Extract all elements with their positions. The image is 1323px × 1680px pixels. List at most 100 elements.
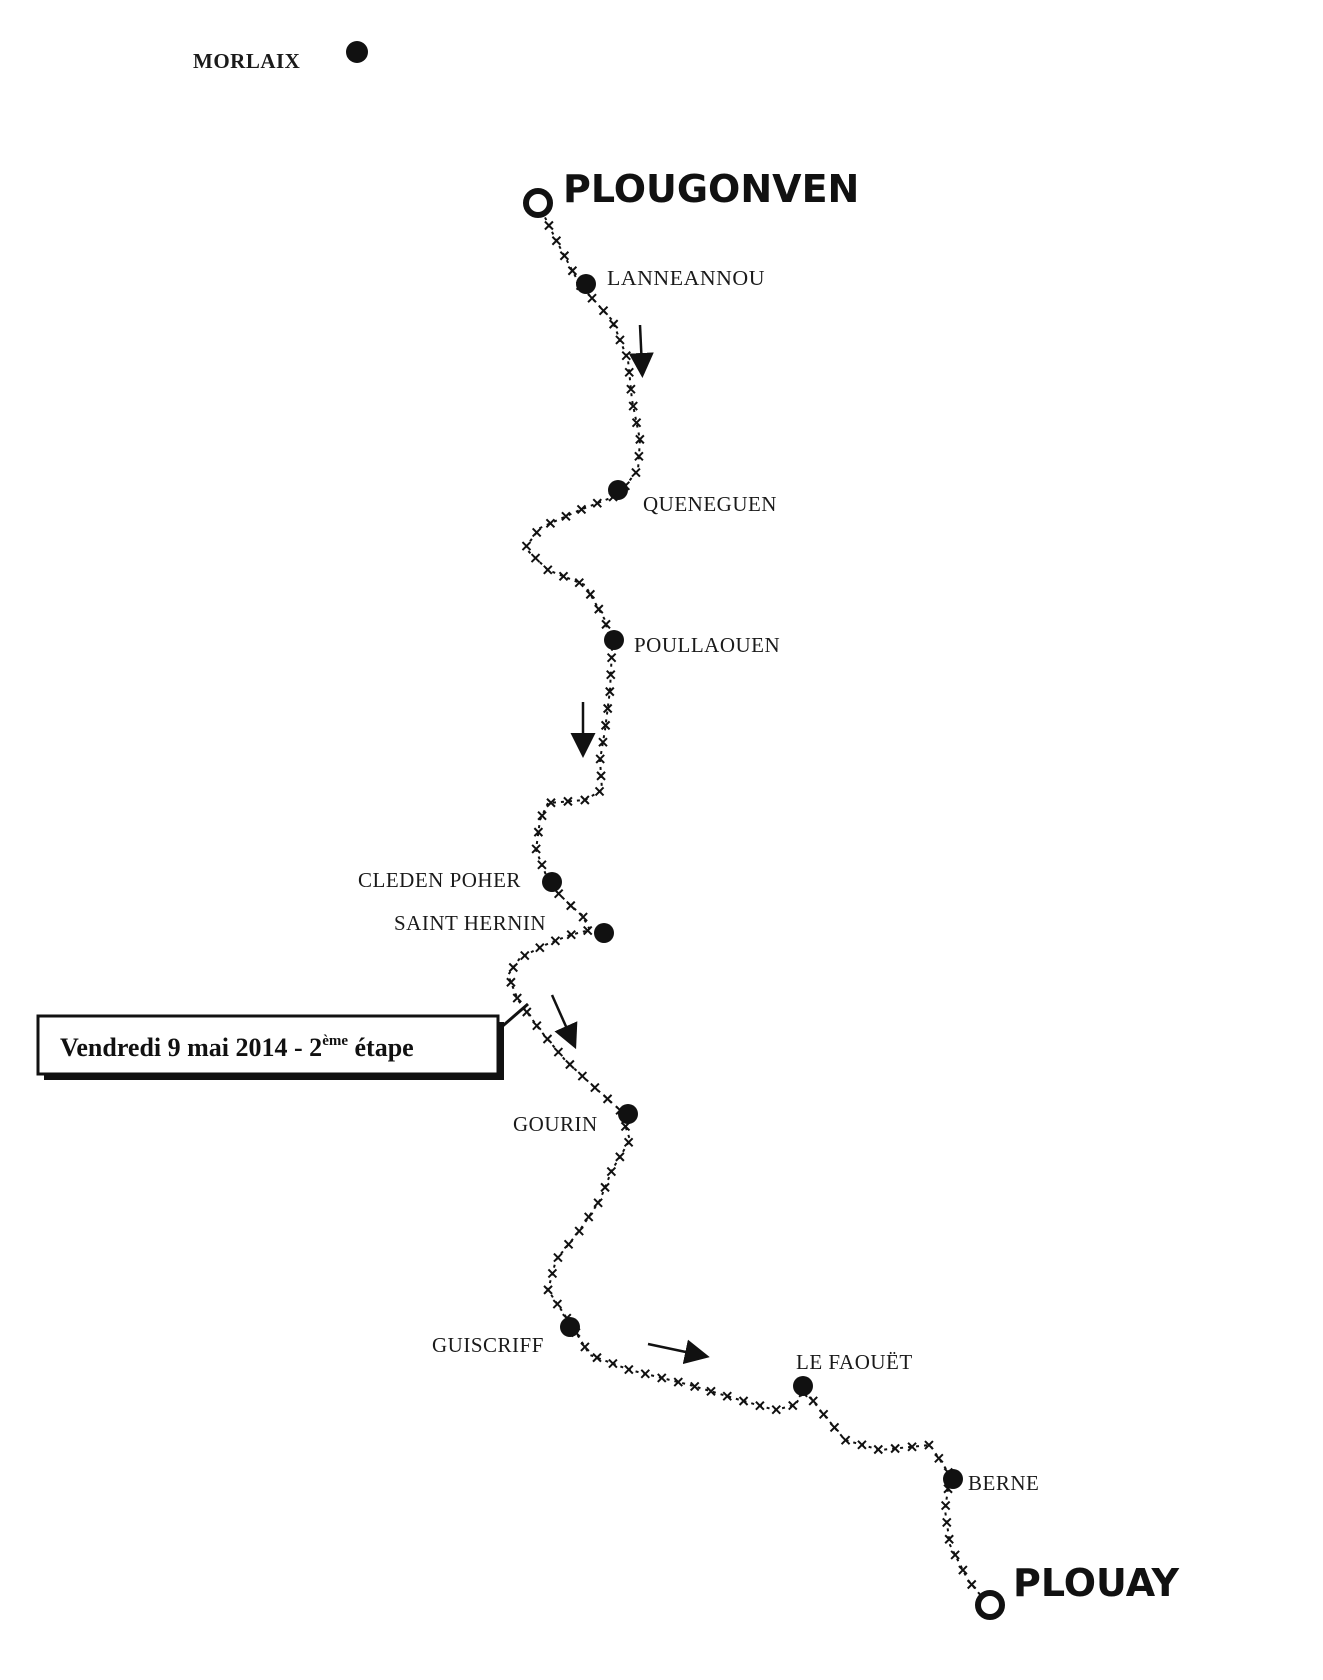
route-cross	[574, 577, 584, 588]
route-cross	[535, 942, 545, 953]
route-cross	[608, 319, 619, 329]
route-cross	[532, 1021, 542, 1031]
route-cross	[594, 786, 605, 797]
plouay-ring	[975, 1590, 1005, 1620]
town-label-le-faouet: LE FAOUËT	[796, 1350, 913, 1374]
route-cross	[857, 1440, 867, 1450]
route-cross	[623, 1137, 634, 1148]
route-cross	[587, 293, 597, 303]
route-cross	[944, 1534, 954, 1544]
caption-text: Vendredi 9 mai 2014 - 2ème étape	[60, 1033, 414, 1062]
route-cross	[602, 1094, 613, 1104]
route-cross	[673, 1377, 683, 1387]
route-cross	[631, 417, 642, 428]
caption-superscript: ème	[322, 1033, 348, 1049]
gourin-dot	[618, 1104, 638, 1124]
poullaouen-dot	[604, 630, 624, 650]
route-cross	[522, 1007, 532, 1017]
route-cross	[543, 1285, 553, 1295]
route-cross	[940, 1500, 951, 1511]
route-cross	[543, 565, 553, 575]
town-label-queneguen: QUENEGUEN	[643, 492, 777, 516]
route-cross	[533, 827, 544, 837]
route-cross	[602, 703, 613, 714]
route-cross	[600, 1182, 610, 1193]
route-cross	[958, 1565, 968, 1575]
route-cross	[631, 467, 641, 478]
route-cross	[601, 619, 611, 630]
route-cross	[547, 1268, 558, 1279]
berne-dot	[943, 1469, 963, 1489]
caption-tail: étape	[348, 1033, 414, 1062]
route-cross	[600, 720, 611, 731]
route-cross	[950, 1550, 960, 1560]
route-cross	[722, 1391, 732, 1401]
route-cross	[608, 1358, 618, 1369]
route-cross	[598, 737, 608, 747]
plougonven-ring	[523, 188, 553, 218]
route-cross	[907, 1442, 917, 1452]
town-label-poullaouen: POULLAOUEN	[634, 633, 780, 657]
route-cross	[934, 1453, 944, 1463]
route-cross	[657, 1373, 667, 1383]
route-cross	[738, 1396, 749, 1406]
arrow-icon	[550, 994, 578, 1050]
route-cross	[615, 1152, 625, 1162]
route-cross	[521, 541, 532, 551]
route-cross	[580, 795, 590, 805]
route-cross	[598, 306, 609, 316]
route-line	[506, 202, 983, 1598]
route-cross	[818, 1409, 829, 1420]
route-cross	[574, 1226, 584, 1236]
route-cross	[590, 1082, 600, 1093]
route-cross	[567, 266, 578, 276]
route-cross	[561, 511, 571, 522]
route-cross	[576, 504, 587, 515]
route-cross	[873, 1444, 883, 1455]
route-cross	[596, 771, 606, 781]
route-cross	[578, 912, 588, 922]
route-cross	[689, 1381, 700, 1392]
route-cross	[755, 1400, 765, 1411]
route-cross	[577, 1071, 588, 1081]
route-cross	[595, 754, 605, 764]
route-cross	[537, 860, 547, 870]
route-cross	[553, 1252, 563, 1263]
route-cross	[967, 1579, 977, 1590]
guiscriff-dot	[560, 1317, 580, 1337]
route-cross	[592, 1352, 602, 1363]
route-markers	[506, 205, 977, 1590]
town-label-cleden-poher: CLEDEN POHER	[358, 868, 521, 892]
route-cross	[605, 686, 615, 697]
town-label-plouay: PLOUAY	[1013, 1561, 1179, 1605]
arrow-icon	[628, 324, 654, 378]
caption-box	[36, 1014, 500, 1076]
route-cross	[506, 977, 516, 987]
route-cross	[580, 1342, 590, 1352]
le-faouet-dot	[793, 1376, 813, 1396]
route-cross	[550, 936, 561, 946]
route-cross	[592, 498, 602, 508]
arrow-icon	[647, 1339, 710, 1365]
route-cross	[829, 1422, 840, 1433]
saint-hernin-dot	[594, 923, 614, 943]
route-cross	[563, 1239, 574, 1250]
route-cross	[626, 384, 636, 394]
route-cross	[606, 669, 616, 680]
queneguen-dot	[608, 480, 628, 500]
caption-pointer	[497, 1002, 529, 1032]
route-cross	[565, 1059, 575, 1070]
route-cross	[583, 1212, 594, 1222]
route-cross	[593, 1198, 603, 1208]
route-cross	[634, 451, 644, 462]
route-cross	[890, 1443, 900, 1454]
route-cross	[566, 900, 576, 911]
route-cross	[563, 796, 573, 807]
route-cross	[942, 1517, 952, 1528]
route-cross	[808, 1396, 818, 1406]
town-label-lanneannou: LANNEANNOU	[607, 266, 765, 290]
morlaix-dot	[346, 41, 368, 63]
route-cross	[788, 1400, 798, 1411]
route-cross	[628, 401, 638, 411]
